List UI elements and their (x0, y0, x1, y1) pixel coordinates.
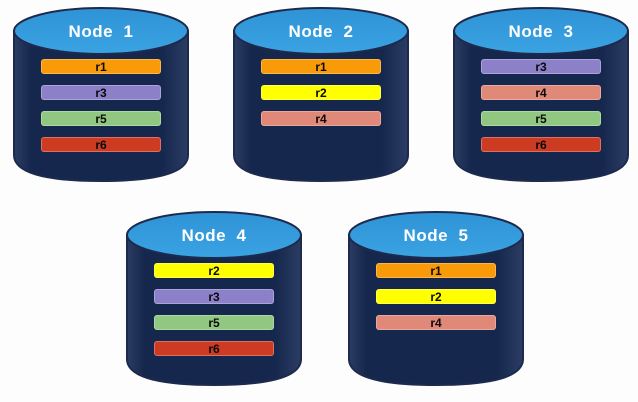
record-bar[interactable]: r6 (154, 341, 274, 356)
database-node-1[interactable]: Node 1 r1 r3 r5 r6 (12, 5, 190, 183)
record-bar[interactable]: r1 (261, 59, 381, 74)
record-list: r1 r2 r4 (376, 263, 496, 330)
node-title: Node 1 (68, 22, 134, 41)
record-bar[interactable]: r3 (154, 289, 274, 304)
record-bar[interactable]: r1 (41, 59, 161, 74)
node-title: Node 5 (403, 226, 469, 245)
record-bar[interactable]: r4 (376, 315, 496, 330)
node-title: Node 4 (181, 226, 247, 245)
node-title: Node 2 (288, 22, 354, 41)
record-bar[interactable]: r5 (41, 111, 161, 126)
record-bar[interactable]: r4 (481, 85, 601, 100)
record-bar[interactable]: r1 (376, 263, 496, 278)
record-list: r3 r4 r5 r6 (481, 59, 601, 152)
record-bar[interactable]: r6 (41, 137, 161, 152)
record-bar[interactable]: r3 (41, 85, 161, 100)
record-bar[interactable]: r5 (481, 111, 601, 126)
record-bar[interactable]: r2 (376, 289, 496, 304)
database-node-4[interactable]: Node 4 r2 r3 r5 r6 (125, 209, 303, 387)
record-list: r2 r3 r5 r6 (154, 263, 274, 356)
record-bar[interactable]: r2 (261, 85, 381, 100)
node-title: Node 3 (508, 22, 574, 41)
record-list: r1 r2 r4 (261, 59, 381, 126)
record-bar[interactable]: r2 (154, 263, 274, 278)
record-list: r1 r3 r5 r6 (41, 59, 161, 152)
database-node-5[interactable]: Node 5 r1 r2 r4 (347, 209, 525, 387)
database-node-3[interactable]: Node 3 r3 r4 r5 r6 (452, 5, 630, 183)
record-bar[interactable]: r6 (481, 137, 601, 152)
record-bar[interactable]: r5 (154, 315, 274, 330)
record-bar[interactable]: r3 (481, 59, 601, 74)
database-node-2[interactable]: Node 2 r1 r2 r4 (232, 5, 410, 183)
record-bar[interactable]: r4 (261, 111, 381, 126)
